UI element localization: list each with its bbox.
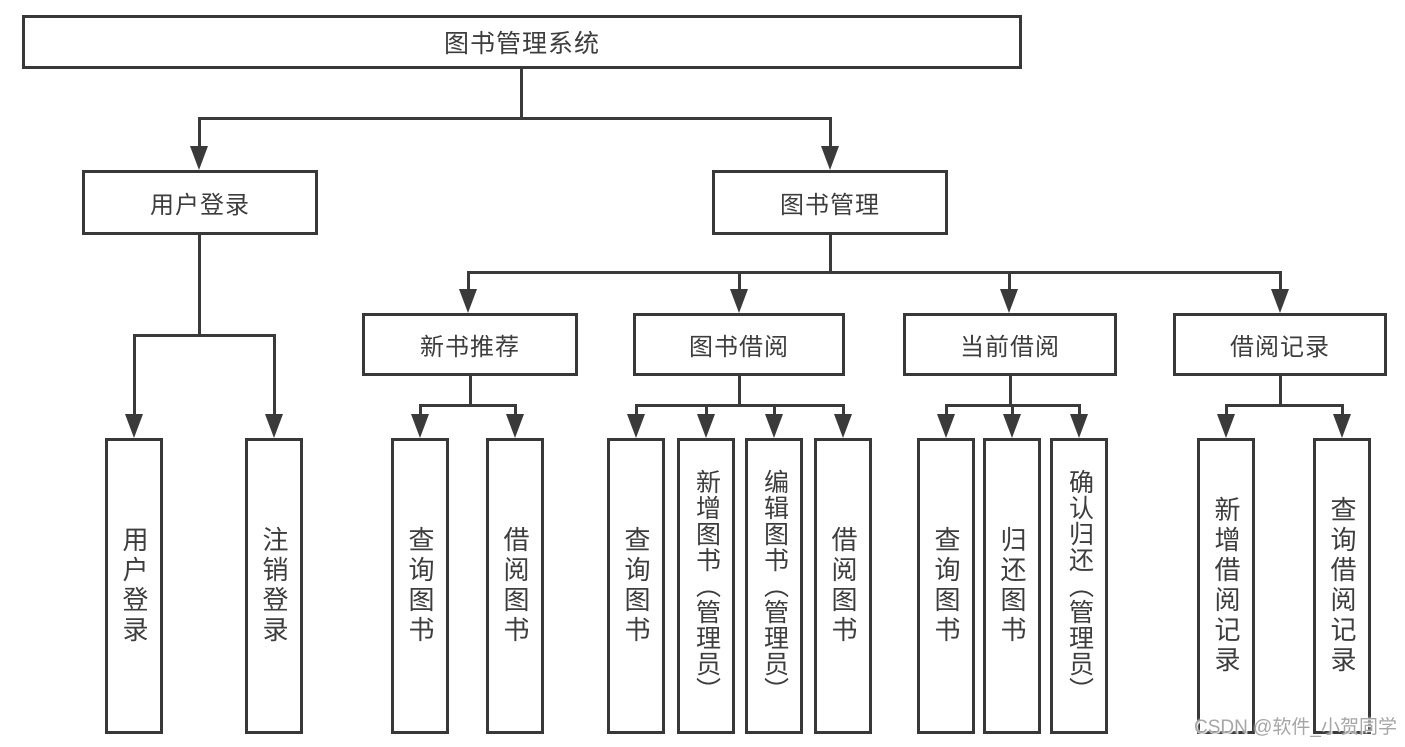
leaf-return-books: 归还图书	[983, 438, 1041, 734]
leaf-logout-label: 注销登录	[259, 526, 289, 646]
node-user-login: 用户登录	[82, 170, 318, 235]
leaf-add-books-admin-label: 新增图书（管理员）	[692, 469, 721, 703]
arrow-down-leaf-logout	[265, 414, 283, 438]
leaf-borrow-books-1-label: 借阅图书	[500, 526, 530, 646]
node-book-management: 图书管理	[712, 170, 948, 235]
leaf-query-books-3: 查询图书	[917, 438, 975, 734]
arrow-down-bb-edit	[765, 414, 783, 438]
connector-stub-bb-2	[705, 404, 708, 417]
connector-stub-bb-4	[842, 404, 845, 417]
node-new-book-recommendation: 新书推荐	[362, 313, 578, 376]
leaf-borrow-books-2: 借阅图书	[814, 438, 872, 734]
leaf-logout: 注销登录	[245, 438, 303, 734]
connector-root-hbar	[198, 117, 832, 120]
connector-drop-current-borrowing	[1008, 271, 1011, 292]
connector-cb-trunk	[1009, 376, 1012, 406]
arrow-down-cb-return	[1003, 414, 1021, 438]
arrow-down-cb-confirm	[1070, 414, 1088, 438]
node-user-login-label: 用户登录	[150, 192, 250, 219]
arrow-down-cb-query	[937, 414, 955, 438]
node-book-borrowing-label: 图书借阅	[689, 334, 789, 361]
leaf-query-books-2: 查询图书	[607, 438, 665, 734]
arrow-down-bb-query	[627, 414, 645, 438]
node-new-book-recommendation-label: 新书推荐	[420, 334, 520, 361]
node-book-borrowing: 图书借阅	[633, 313, 845, 376]
leaf-user-login-label: 用户登录	[119, 526, 149, 646]
arrow-down-br-add	[1217, 414, 1235, 438]
arrow-down-br-query	[1333, 414, 1351, 438]
leaf-query-borrow-record: 查询借阅记录	[1313, 438, 1371, 734]
leaf-query-books-1: 查询图书	[391, 438, 449, 734]
connector-stub-bb-1	[635, 404, 638, 417]
connector-stub-br-2	[1341, 404, 1344, 417]
connector-stub-cb-2	[1011, 404, 1014, 417]
arrow-down-nbr-query	[411, 414, 429, 438]
connector-drop-user-login	[198, 117, 201, 150]
leaf-confirm-return-admin: 确认归还（管理员）	[1050, 438, 1108, 734]
connector-book-management-hbar	[467, 271, 1282, 274]
leaf-return-books-label: 归还图书	[997, 526, 1027, 646]
arrow-down-bb-add	[697, 414, 715, 438]
arrow-down-current-borrowing	[1000, 289, 1018, 313]
leaf-borrow-books-2-label: 借阅图书	[828, 526, 858, 646]
connector-stub-nbr-1	[419, 404, 422, 417]
leaf-edit-books-admin: 编辑图书（管理员）	[745, 438, 803, 734]
arrow-down-book-borrowing	[730, 289, 748, 313]
connector-bb-hbar	[635, 404, 845, 407]
leaf-borrow-books-1: 借阅图书	[486, 438, 544, 734]
node-borrowing-records-label: 借阅记录	[1230, 334, 1330, 361]
node-book-management-label: 图书管理	[780, 192, 880, 219]
connector-stub-nbr-2	[514, 404, 517, 417]
leaf-edit-books-admin-label: 编辑图书（管理员）	[760, 469, 789, 703]
leaf-query-books-3-label: 查询图书	[931, 526, 961, 646]
leaf-add-books-admin: 新增图书（管理员）	[677, 438, 735, 734]
leaf-add-borrow-record-label: 新增借阅记录	[1211, 496, 1241, 676]
leaf-add-borrow-record: 新增借阅记录	[1197, 438, 1255, 734]
arrow-down-leaf-user-login	[125, 414, 143, 438]
leaf-confirm-return-admin-label: 确认归还（管理员）	[1065, 469, 1094, 703]
node-borrowing-records: 借阅记录	[1173, 313, 1387, 376]
connector-nbr-hbar	[419, 404, 517, 407]
connector-drop-borrowing-records	[1279, 271, 1282, 292]
connector-root-trunk	[520, 69, 523, 120]
connector-stub-br-1	[1225, 404, 1228, 417]
arrow-down-new-book-rec	[459, 289, 477, 313]
connector-drop-leaf-user-login	[133, 334, 136, 418]
node-current-borrowing-label: 当前借阅	[960, 334, 1060, 361]
connector-drop-new-book-rec	[467, 271, 470, 292]
arrow-down-borrowing-records	[1271, 289, 1289, 313]
leaf-query-borrow-record-label: 查询借阅记录	[1327, 496, 1357, 676]
arrow-down-book-management	[821, 146, 839, 170]
connector-stub-bb-3	[773, 404, 776, 417]
connector-user-login-hbar	[133, 334, 276, 337]
connector-br-hbar	[1225, 404, 1344, 407]
node-root-label: 图书管理系统	[443, 30, 600, 58]
node-root: 图书管理系统	[22, 15, 1022, 69]
leaf-user-login: 用户登录	[105, 438, 163, 734]
connector-br-trunk	[1279, 376, 1282, 406]
connector-book-management-trunk	[829, 235, 832, 273]
leaf-query-books-1-label: 查询图书	[405, 526, 435, 646]
arrow-down-bb-borrow	[834, 414, 852, 438]
node-current-borrowing: 当前借阅	[903, 313, 1117, 376]
arrow-down-nbr-borrow	[506, 414, 524, 438]
arrow-down-user-login	[190, 146, 208, 170]
connector-user-login-trunk	[198, 235, 201, 336]
connector-nbr-trunk	[469, 376, 472, 406]
connector-drop-book-management	[829, 117, 832, 150]
connector-drop-book-borrowing	[738, 271, 741, 292]
connector-stub-cb-1	[945, 404, 948, 417]
connector-drop-leaf-logout	[273, 334, 276, 418]
leaf-query-books-2-label: 查询图书	[621, 526, 651, 646]
connector-stub-cb-3	[1078, 404, 1081, 417]
watermark: CSDN @软件_小贺同学	[1194, 717, 1397, 738]
connector-bb-trunk	[738, 376, 741, 406]
